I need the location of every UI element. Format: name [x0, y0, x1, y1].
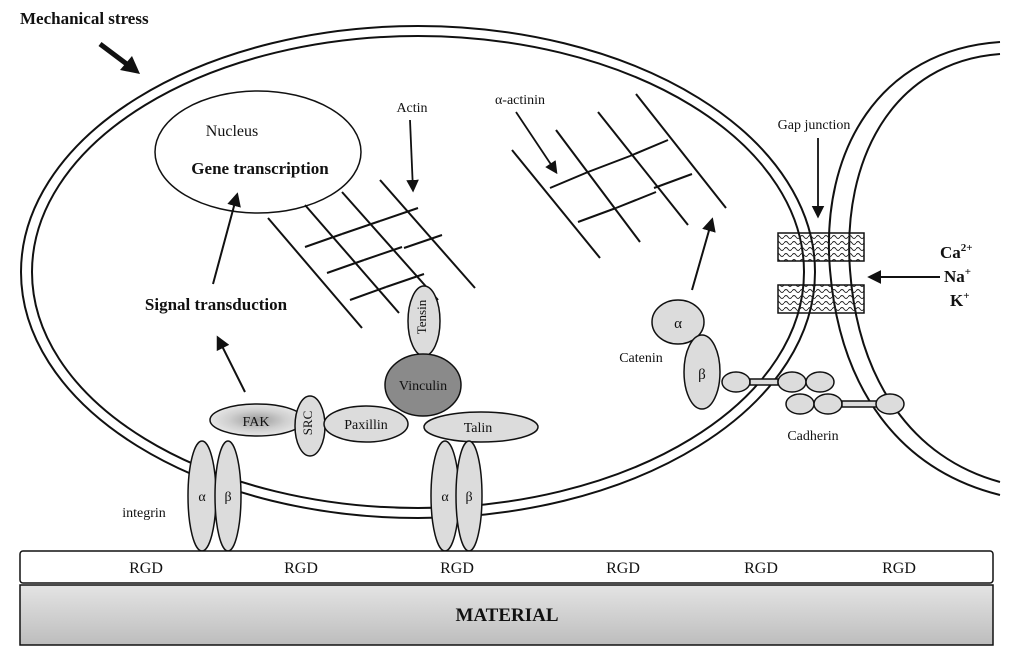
ion-sodium: Na+ — [944, 266, 971, 286]
arrow-from-catenin — [691, 217, 716, 291]
catenin-alpha — [651, 299, 705, 345]
gap-junction-channel-bottom — [777, 284, 865, 314]
actin-filaments — [267, 179, 476, 329]
actin-label: Actin — [396, 101, 427, 116]
gene-transcription-label: Gene transcription — [191, 159, 329, 178]
integrin-beta-1-label: β — [224, 490, 231, 505]
integrin-alpha-1-label: α — [198, 490, 206, 505]
vinculin-protein — [384, 353, 462, 417]
actin-arrow — [406, 119, 419, 193]
rgd-label: RGD — [882, 560, 916, 577]
cadherin — [721, 371, 905, 415]
catenin-beta-label: β — [698, 367, 706, 383]
alpha-actinin-filaments — [511, 93, 727, 259]
gap-junction-channel-top — [777, 232, 865, 262]
rgd-label: RGD — [606, 560, 640, 577]
neighbour-cell — [828, 41, 1001, 496]
title: Mechanical stress — [20, 9, 149, 28]
integrin-alpha-2-label: α — [441, 490, 449, 505]
stress-arrow-head — [120, 56, 140, 74]
cell-membrane-inner — [31, 35, 805, 509]
ion-calcium: Ca2+ — [940, 242, 973, 262]
fak-label: FAK — [243, 415, 270, 430]
vinculin-label: Vinculin — [399, 379, 447, 394]
src-label: SRC — [300, 411, 315, 436]
rgd-label: RGD — [744, 560, 778, 577]
integrin-label: integrin — [122, 506, 166, 521]
material-block — [19, 584, 994, 646]
cell-membrane-outer — [20, 25, 816, 519]
paxillin-label: Paxillin — [344, 418, 388, 433]
talin-label: Talin — [464, 421, 493, 436]
rgd-label: RGD — [284, 560, 318, 577]
rgd-label: RGD — [129, 560, 163, 577]
cadherin-label: Cadherin — [787, 429, 838, 444]
integrin-beta-2-label: β — [465, 490, 472, 505]
signal-transduction-label: Signal transduction — [145, 295, 288, 314]
rgd-labels: RGD RGD RGD RGD RGD RGD — [129, 560, 916, 577]
rgd-label: RGD — [440, 560, 474, 577]
tensin-label: Tensin — [414, 299, 429, 334]
catenin-beta — [683, 334, 721, 410]
gap-junction-label: Gap junction — [778, 118, 851, 133]
catenin-alpha-label: α — [674, 316, 682, 332]
paxillin-protein — [323, 405, 409, 443]
catenin-label: Catenin — [619, 351, 663, 366]
alpha-actinin-arrow — [515, 111, 558, 175]
nucleus — [154, 90, 362, 214]
ion-potassium: K+ — [950, 290, 970, 310]
arrow-to-nucleus — [212, 192, 241, 285]
arrow-from-fak — [216, 335, 246, 393]
talin-protein — [423, 411, 539, 443]
alpha-actinin-label: α-actinin — [495, 93, 545, 108]
material-label: MATERIAL — [455, 605, 558, 626]
nucleus-label: Nucleus — [206, 123, 258, 140]
rgd-layer — [19, 550, 994, 584]
